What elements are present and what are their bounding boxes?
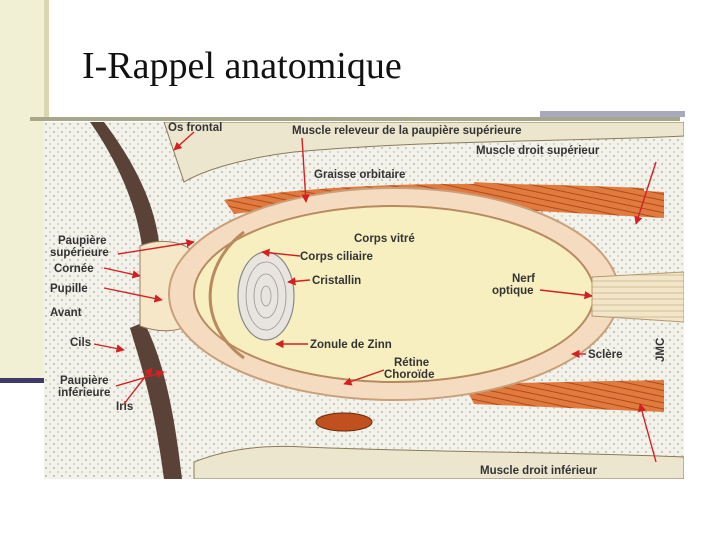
arrow-cristallin — [287, 277, 311, 286]
arrow-paupiere-inf — [115, 370, 165, 387]
slide-title: I-Rappel anatomique — [82, 45, 402, 87]
label-muscle-releveur: Muscle releveur de la paupière supérieur… — [292, 125, 521, 137]
inferior-rectus-shape — [464, 380, 664, 412]
label-paupiere-sup-1: Paupière — [58, 235, 107, 247]
label-avant: Avant — [50, 307, 82, 319]
lens-inner-ring-2 — [253, 273, 279, 319]
arrow-cornee — [103, 267, 141, 279]
label-nerf-2: optique — [492, 285, 534, 297]
label-paupiere-inf-2: inférieure — [58, 387, 110, 399]
label-cornee: Cornée — [54, 263, 94, 275]
label-paupiere-sup-2: supérieure — [50, 247, 109, 259]
arrow-iris — [123, 367, 153, 405]
label-corps-vitre: Corps vitré — [354, 233, 415, 245]
arrow-droit-superieur — [634, 161, 657, 225]
label-corps-ciliaire: Corps ciliaire — [300, 251, 373, 263]
label-cils: Cils — [70, 337, 91, 349]
frontal-bone-shape — [163, 122, 684, 183]
inferior-oblique-shape — [315, 412, 373, 432]
arrow-muscle-releveur — [301, 137, 310, 203]
label-sclere: Sclère — [588, 349, 623, 361]
label-muscle-droit-inferieur: Muscle droit inférieur — [480, 465, 597, 477]
arrow-corps-ciliaire — [261, 248, 301, 257]
orbital-floor-shape — [193, 445, 684, 479]
arrow-retine — [343, 369, 385, 386]
label-nerf-1: Nerf — [512, 273, 535, 285]
arrow-os-frontal — [173, 131, 195, 151]
label-retine: Rétine — [394, 357, 429, 369]
label-cristallin: Cristallin — [312, 275, 361, 287]
left-bar-bottom-rule — [0, 378, 44, 383]
label-muscle-droit-superieur: Muscle droit supérieur — [476, 145, 600, 157]
label-pupille: Pupille — [50, 283, 88, 295]
lower-eyelid-skin — [130, 322, 182, 479]
label-iris: Iris — [116, 401, 133, 413]
label-graisse-orbitaire: Graisse orbitaire — [314, 169, 405, 181]
left-decorative-bar — [0, 0, 44, 378]
title-underline-rule — [30, 117, 680, 121]
label-choroide: Choroïde — [384, 369, 434, 381]
label-paupiere-inf-1: Paupière — [60, 375, 109, 387]
watermark-jmc: JMC — [655, 338, 667, 362]
upper-eyelid-skin — [90, 122, 159, 246]
lens-inner-ring-1 — [245, 261, 287, 331]
optic-nerve-shape — [591, 271, 684, 323]
arrow-droit-inferieur — [637, 403, 657, 463]
arrow-cils — [93, 343, 125, 353]
lens-inner-ring-3 — [260, 285, 272, 307]
left-decorative-bar-accent — [44, 0, 49, 120]
label-os-frontal: Os frontal — [168, 122, 222, 134]
arrow-nerf-optique — [539, 289, 593, 300]
eye-anatomy-diagram: Os frontal Muscle releveur de la paupièr… — [44, 122, 684, 479]
title-underline-accent — [540, 111, 685, 117]
cornea-shape — [208, 230, 245, 360]
label-zonule: Zonule de Zinn — [310, 339, 392, 351]
arrow-paupiere-sup — [117, 239, 195, 255]
arrow-pupille — [103, 287, 163, 303]
